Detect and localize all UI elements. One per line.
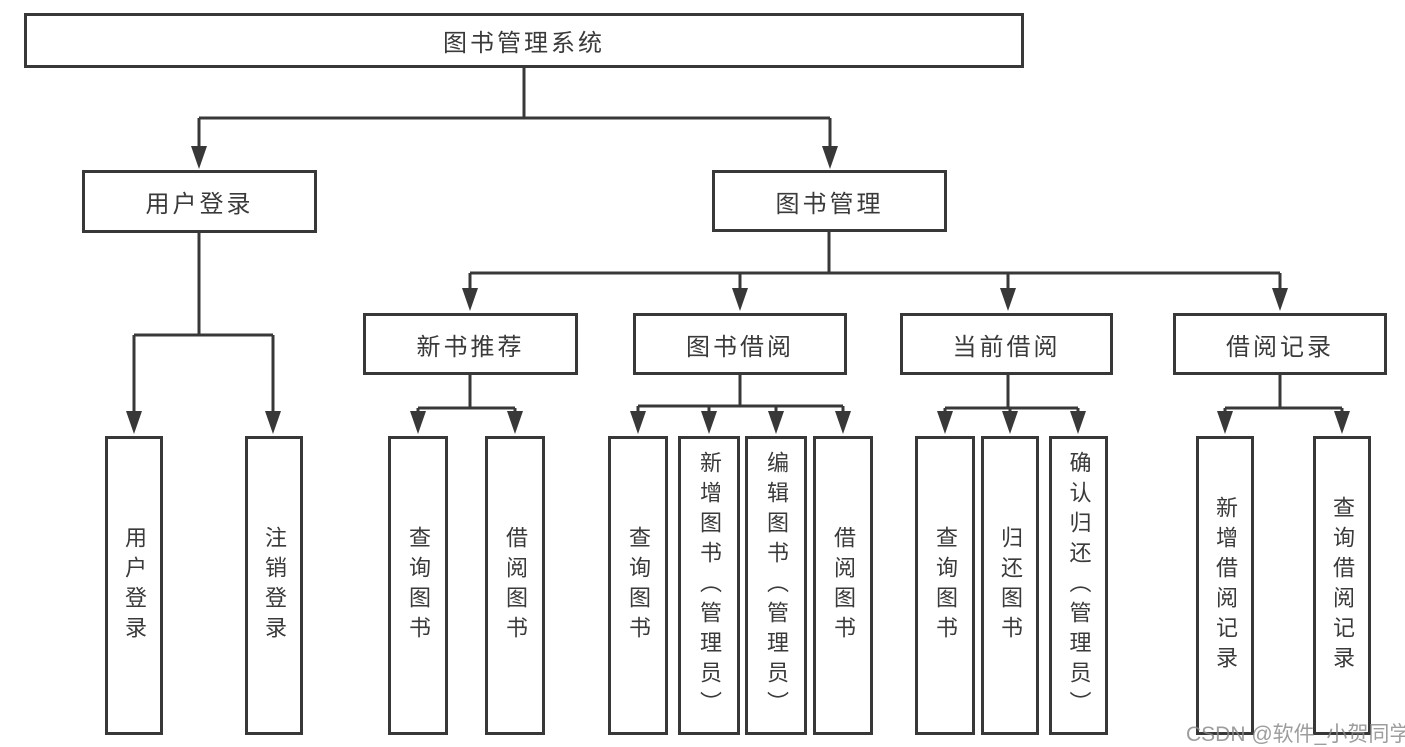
leaf-logout: 注销登录 — [245, 436, 303, 735]
arrowhead-down-icon — [630, 411, 646, 434]
node-label: 用户登录 — [145, 191, 254, 218]
node-book-management: 图书管理 — [712, 170, 947, 232]
arrowhead-down-icon — [410, 411, 426, 434]
node-label: 归还图书 — [998, 525, 1023, 646]
node-label: 借阅图书 — [831, 525, 856, 646]
node-label: 图书管理系统 — [443, 30, 605, 57]
arrowhead-down-icon — [732, 288, 748, 311]
node-label: 编辑图书（管理员） — [764, 450, 789, 721]
leaf-borrow-books-recommend: 借阅图书 — [485, 436, 545, 735]
node-label: 当前借阅 — [952, 333, 1061, 361]
connector-new-book-split — [416, 375, 517, 415]
arrowhead-down-icon — [1334, 411, 1350, 434]
node-label: 查询借阅记录 — [1330, 495, 1355, 676]
arrowhead-down-icon — [1000, 288, 1016, 311]
node-label: 新增借阅记录 — [1213, 495, 1238, 676]
connector-book-mgmt-split — [468, 232, 1282, 292]
arrowhead-down-icon — [462, 288, 478, 311]
node-user-login-branch: 用户登录 — [82, 170, 317, 233]
arrowhead-down-icon — [1272, 288, 1288, 311]
node-new-book-recommendation: 新书推荐 — [363, 313, 578, 375]
connector-borrow-records-split — [1223, 375, 1344, 415]
leaf-add-borrow-record: 新增借阅记录 — [1196, 436, 1254, 735]
arrowhead-down-icon — [1070, 411, 1086, 434]
node-label: 查询图书 — [406, 525, 431, 646]
node-label: 查询图书 — [626, 525, 651, 646]
leaf-query-books-recommend: 查询图书 — [388, 436, 448, 735]
leaf-borrow-books: 借阅图书 — [813, 436, 873, 735]
leaf-return-books: 归还图书 — [981, 436, 1039, 735]
node-label: 图书管理 — [775, 190, 884, 218]
node-label: 新书推荐 — [416, 333, 525, 361]
node-borrowing-records: 借阅记录 — [1173, 313, 1387, 375]
connector-current-borrow-split — [943, 375, 1080, 415]
node-label: 查询图书 — [933, 525, 958, 646]
leaf-user-login: 用户登录 — [105, 436, 163, 735]
node-label: 用户登录 — [122, 525, 147, 646]
arrowhead-down-icon — [1217, 411, 1233, 434]
leaf-edit-books-admin: 编辑图书（管理员） — [745, 436, 807, 735]
arrowhead-down-icon — [822, 146, 838, 169]
node-label: 注销登录 — [262, 525, 287, 646]
arrowhead-down-icon — [701, 411, 717, 434]
arrowhead-down-icon — [265, 411, 281, 434]
leaf-add-books-admin: 新增图书（管理员） — [678, 436, 740, 735]
node-current-borrowing: 当前借阅 — [900, 313, 1113, 375]
node-label: 新增图书（管理员） — [697, 450, 722, 721]
arrowhead-down-icon — [1002, 411, 1018, 434]
leaf-query-books-borrow: 查询图书 — [608, 436, 668, 735]
connector-book-borrow-split — [636, 375, 845, 415]
connector-user-login-split — [132, 233, 275, 415]
leaf-query-borrow-record: 查询借阅记录 — [1313, 436, 1371, 735]
connector-root-split — [197, 68, 832, 150]
arrowhead-down-icon — [507, 411, 523, 434]
leaf-query-books-current: 查询图书 — [915, 436, 975, 735]
node-book-borrowing: 图书借阅 — [633, 313, 847, 375]
node-label: 借阅图书 — [503, 525, 528, 646]
leaf-confirm-return-admin: 确认归还（管理员） — [1049, 436, 1108, 735]
arrowhead-down-icon — [768, 411, 784, 434]
arrowhead-down-icon — [835, 411, 851, 434]
node-label: 图书借阅 — [686, 333, 794, 361]
node-label: 借阅记录 — [1226, 333, 1334, 361]
csdn-watermark: CSDN @软件_小贺同学 — [1186, 723, 1405, 746]
arrowhead-down-icon — [126, 411, 142, 434]
node-root-system: 图书管理系统 — [24, 13, 1024, 68]
node-label: 确认归还（管理员） — [1066, 450, 1092, 721]
arrowhead-down-icon — [191, 146, 207, 169]
arrowhead-down-icon — [937, 411, 953, 434]
